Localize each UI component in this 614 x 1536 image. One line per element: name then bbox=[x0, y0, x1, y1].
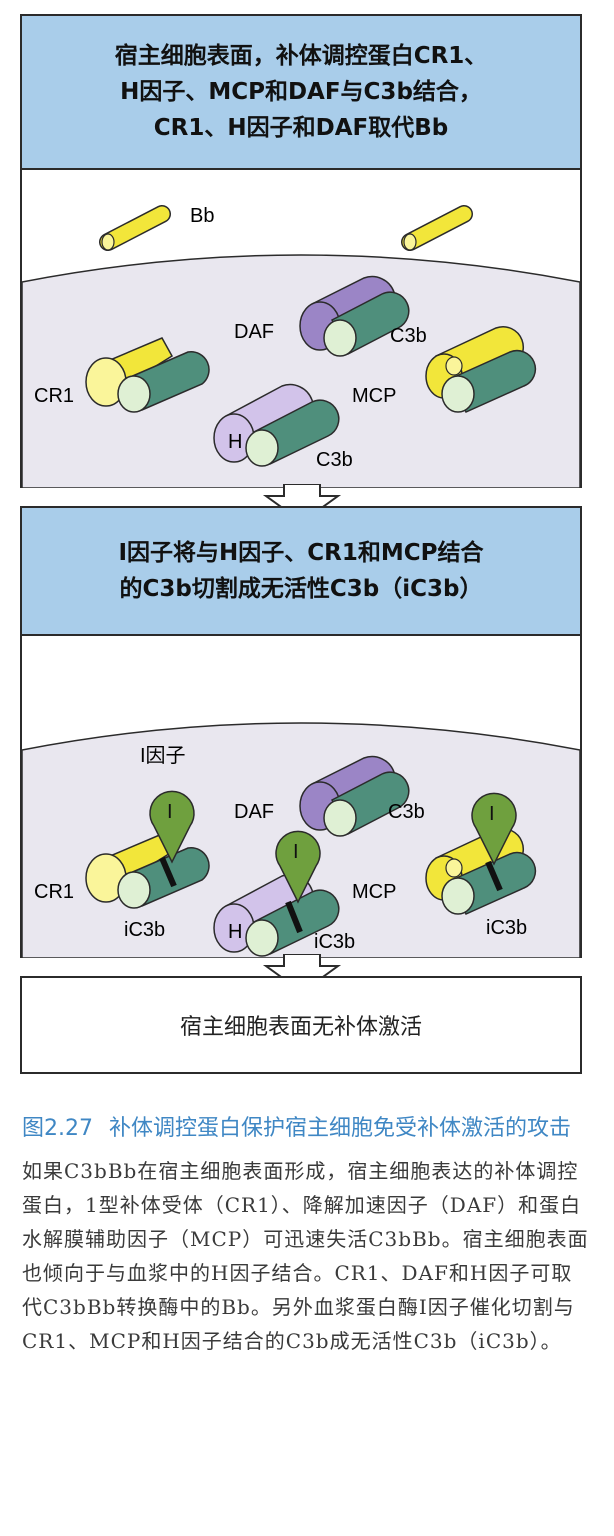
bb-fragment bbox=[99, 205, 171, 251]
cr1-label: CR1 bbox=[34, 385, 74, 407]
figure-number: 图2.27 bbox=[22, 1116, 93, 1141]
cell-membrane bbox=[22, 254, 580, 488]
step2-title: I因子将与H因子、CR1和MCP结合 的C3b切割成无活性C3b（iC3b） bbox=[22, 508, 580, 636]
h-ic3b-complex bbox=[213, 873, 340, 957]
ic3b-mcp-label: iC3b bbox=[486, 917, 527, 939]
step1-title-line-1: 宿主细胞表面，补体调控蛋白CR1、 bbox=[114, 43, 488, 69]
h-label-2: H bbox=[228, 921, 242, 943]
mcp-label: MCP bbox=[352, 385, 396, 407]
factor-i-label: I因子 bbox=[140, 745, 186, 767]
mcp-label-2: MCP bbox=[352, 881, 396, 903]
result-panel: 宿主细胞表面无补体激活 bbox=[20, 976, 582, 1074]
step2-panel: I因子将与H因子、CR1和MCP结合 的C3b切割成无活性C3b（iC3b） D… bbox=[20, 506, 582, 958]
step2-title-line-2: 的C3b切割成无活性C3b（iC3b） bbox=[119, 576, 483, 602]
step2-illustration: DAF C3b I因子 I CR1 iC3b I H bbox=[22, 722, 580, 958]
mcp-c3b-complex bbox=[425, 326, 537, 414]
daf-c3b-complex bbox=[299, 275, 410, 357]
h-label: H bbox=[228, 431, 242, 453]
c3b-h-label: C3b bbox=[316, 449, 353, 471]
step1-illustration: Bb DAF C3b CR1 H C3b bbox=[22, 205, 580, 488]
c3b-label: C3b bbox=[390, 325, 427, 347]
factor-i-icon-2: I bbox=[275, 830, 321, 904]
factor-i-glyph: I bbox=[167, 801, 173, 823]
step1-title-line-2: H因子、MCP和DAF与C3b结合， bbox=[120, 79, 482, 105]
c3b-label-2: C3b bbox=[388, 801, 425, 823]
cr1-label-2: CR1 bbox=[34, 881, 74, 903]
factor-i-glyph-3: I bbox=[489, 803, 495, 825]
caption-title: 图2.27 补体调控蛋白保护宿主细胞免受补体激活的攻击 bbox=[22, 1112, 592, 1146]
factor-i-icon: I bbox=[149, 790, 195, 864]
ic3b-cr1-label: iC3b bbox=[124, 919, 165, 941]
caption-body: 如果C3bBb在宿主细胞表面形成，宿主细胞表达的补体调控蛋白，1型补体受体（CR… bbox=[22, 1159, 589, 1353]
h-c3b-complex bbox=[213, 383, 340, 467]
bb-label: Bb bbox=[190, 205, 214, 227]
result-text: 宿主细胞表面无补体激活 bbox=[179, 1015, 422, 1040]
step1-title: 宿主细胞表面，补体调控蛋白CR1、 H因子、MCP和DAF与C3b结合， CR1… bbox=[22, 16, 580, 170]
ic3b-h-label: iC3b bbox=[314, 931, 355, 953]
figure-title: 补体调控蛋白保护宿主细胞免受补体激活的攻击 bbox=[109, 1116, 572, 1141]
daf-c3b-complex-2 bbox=[299, 755, 410, 837]
step1-title-line-3: CR1、H因子和DAF取代Bb bbox=[153, 115, 449, 141]
step1-panel: 宿主细胞表面，补体调控蛋白CR1、 H因子、MCP和DAF与C3b结合， CR1… bbox=[20, 14, 582, 488]
daf-label: DAF bbox=[234, 321, 274, 343]
cr1-ic3b-complex bbox=[85, 833, 210, 909]
factor-i-icon-3: I bbox=[471, 792, 517, 866]
factor-i-glyph-2: I bbox=[293, 841, 299, 863]
daf-label-2: DAF bbox=[234, 801, 274, 823]
bb-fragment-2 bbox=[401, 205, 473, 251]
step2-title-line-1: I因子将与H因子、CR1和MCP结合 bbox=[118, 540, 484, 566]
cr1-c3b-complex bbox=[85, 337, 210, 413]
figure-caption: 图2.27 补体调控蛋白保护宿主细胞免受补体激活的攻击 如果C3bBb在宿主细胞表… bbox=[22, 1112, 592, 1358]
